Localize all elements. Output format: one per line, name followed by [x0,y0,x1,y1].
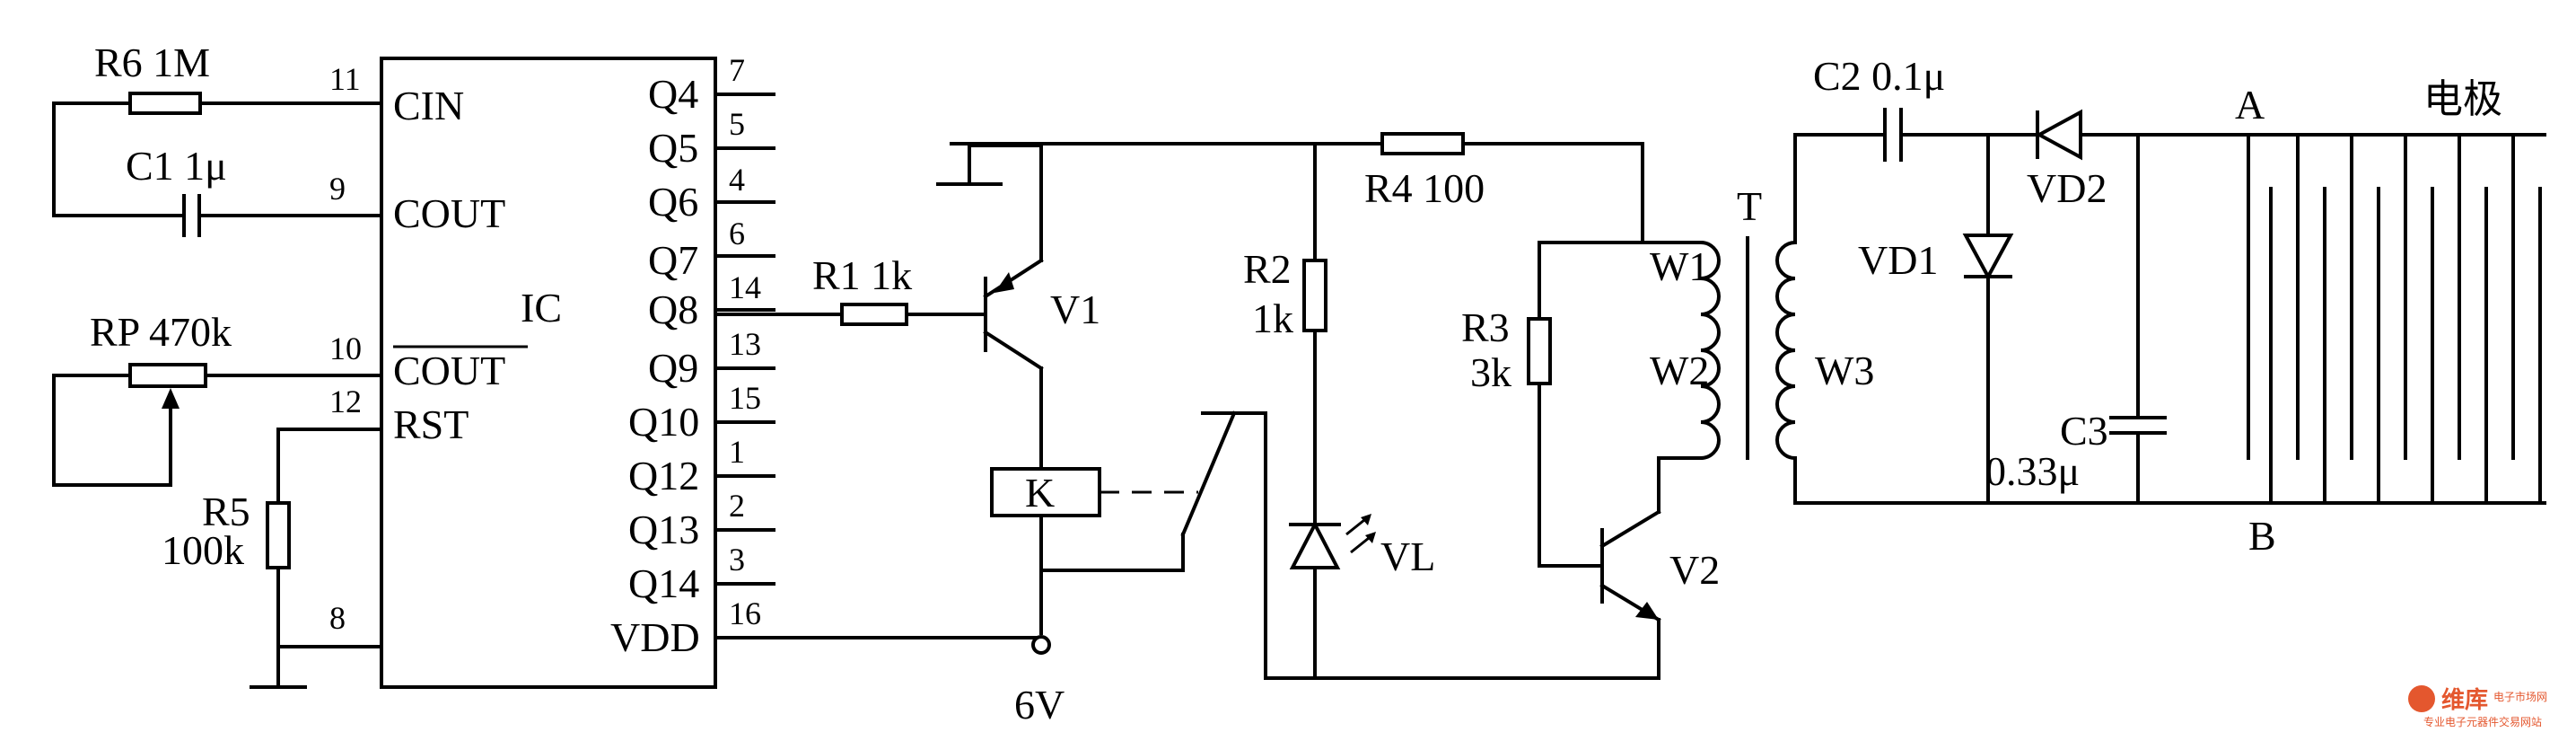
watermark-sub: 电子市场网 [2493,690,2547,703]
label-r6: R6 1M [94,40,210,85]
diode-vd2 [2035,109,2082,161]
output-stage: C2 0.1μ VD2 VD1 C3 0.33μ [1793,53,2546,559]
pin-num-9: 9 [329,171,346,207]
pin-name-q12: Q12 [628,453,699,498]
relay-switch-contact [1180,410,1237,537]
transformer-primary [1698,240,1721,461]
label-r3-name: R3 [1461,304,1510,350]
label-w1: W1 [1650,243,1709,289]
watermark-tagline: 专业电子元器件交易网站 [2423,715,2542,728]
pin-num-16: 16 [729,595,761,631]
label-rp: RP 470k [90,309,232,355]
oscillator-network: R6 1M C1 1μ RP 470k R5 100k [52,40,383,689]
pin-num-5: 5 [729,106,745,142]
pin-num-12: 12 [329,384,362,419]
resistor-r6 [128,92,202,115]
watermark-logo-icon [2408,685,2435,712]
watermark-brand: 维库 [2441,686,2488,714]
label-r2-value: 1k [1252,295,1293,341]
label-r1: R1 1k [812,252,912,298]
label-c3-value: 0.33μ [1985,448,2080,494]
pin-name-q5: Q5 [648,125,698,171]
pin-name-cout: COUT [393,190,505,236]
pin-num-3: 3 [729,542,745,578]
label-electrode: 电极 [2423,76,2502,122]
label-supply: 6V [1014,682,1065,728]
label-r2-name: R2 [1243,246,1292,292]
ic-right-pin-stubs [714,93,775,586]
pin-name-q6: Q6 [648,179,698,225]
pin-num-13: 13 [729,326,761,362]
transistor-v2-emitter-arrow [1635,602,1659,620]
label-c1: C1 1μ [126,143,227,189]
pin-num-1: 1 [729,434,745,470]
transistor-v1-emitter-arrow [994,272,1014,293]
label-vd2: VD2 [2027,165,2107,211]
supply-terminal [1031,635,1051,655]
resistor-r3 [1527,317,1552,385]
pin-num-8: 8 [329,600,346,636]
label-c2: C2 0.1μ [1813,53,1945,99]
pin-name-q7: Q7 [648,237,698,283]
label-v2: V2 [1669,547,1720,593]
label-r4: R4 100 [1364,165,1485,211]
resistor-r5 [266,501,291,569]
inverter-stage: R4 100 R2 1k VL R3 3k V2 W1 [950,132,1874,680]
potentiometer-wiper-arrow [162,388,180,409]
ic-label: IC [521,285,562,331]
label-point-a: A [2235,82,2265,128]
potentiometer-rp [128,363,207,388]
label-v1: V1 [1050,287,1100,332]
resistor-r2 [1302,259,1327,332]
label-vl: VL [1380,534,1435,579]
label-vd1: VD1 [1858,237,1938,283]
pin-num-10: 10 [329,331,362,366]
label-r3-value: 3k [1470,349,1511,395]
led-vl [1289,520,1341,569]
pin-num-14: 14 [729,269,761,305]
pin-num-15: 15 [729,380,761,416]
pin-name-q9: Q9 [648,345,698,391]
label-w2: W2 [1650,348,1709,393]
ic-block: IC CIN COUT COUT RST 11 9 10 12 8 Q4 Q5 … [329,52,775,689]
watermark: 维库 电子市场网 专业电子元器件交易网站 [2408,685,2547,728]
label-c3-name: C3 [2060,408,2108,454]
pin-name-vdd: VDD [610,614,700,660]
pin-name-q8: Q8 [648,287,698,332]
resistor-r4 [1380,132,1465,155]
ic-body [380,57,717,689]
pin-name-q13: Q13 [628,507,699,552]
pin-name-q4: Q4 [648,71,698,117]
pin-num-4: 4 [729,162,745,198]
label-t: T [1737,183,1762,229]
pin-name-q14: Q14 [628,560,699,606]
pin-num-6: 6 [729,216,745,251]
label-w3: W3 [1815,348,1874,393]
pin-num-2: 2 [729,488,745,524]
pin-name-cout-bar: COUT [393,348,505,393]
diode-vd1 [1962,234,2014,281]
transformer-secondary [1775,240,1798,461]
label-r5-name: R5 [202,489,250,534]
resistor-r1 [840,303,908,326]
pin-name-cin: CIN [393,83,464,128]
label-point-b: B [2248,513,2276,559]
pin-name-q10: Q10 [628,399,699,445]
label-k: K [1025,470,1055,516]
electrode-grid [2247,133,2546,505]
driver-stage: R1 1k V1 K 6V [714,144,1660,728]
label-r5-value: 100k [162,527,244,573]
pin-num-7: 7 [729,52,745,88]
pin-name-rst: RST [393,401,469,447]
pin-num-11: 11 [329,61,361,97]
